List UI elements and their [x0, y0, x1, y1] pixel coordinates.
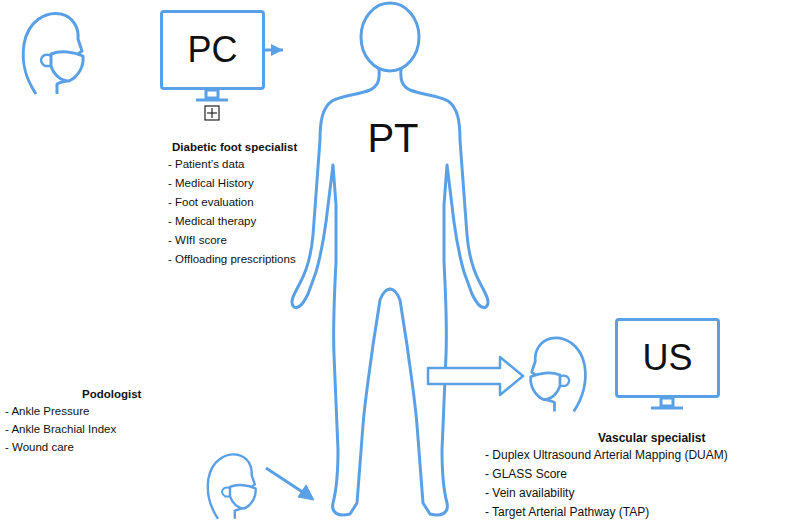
- list-item: - Ankle Pressure: [5, 405, 89, 419]
- heading: Diabetic foot specialist: [172, 141, 297, 155]
- list-item: - Foot evaluation: [168, 196, 254, 210]
- list-item: - Ankle Brachial Index: [5, 423, 116, 437]
- face-icon: [208, 454, 256, 518]
- monitor-stand: [196, 90, 683, 408]
- monitor-screen: US: [615, 318, 720, 398]
- list-item: - Duplex Ultrasound Arterial Mapping (DU…: [485, 448, 728, 462]
- monitor-screen: PC: [160, 10, 265, 90]
- list-item: - Medical therapy: [168, 215, 256, 229]
- node-label: US: [642, 338, 692, 378]
- body-outline: PT: [283, 0, 503, 522]
- hollow-arrow: [428, 357, 523, 395]
- plus-icon: [205, 106, 219, 120]
- body-silhouette: [283, 0, 503, 522]
- connector-arrow: [265, 49, 283, 52]
- pointer-arrow: [266, 468, 314, 500]
- list-item: - Target Arterial Pathway (TAP): [485, 505, 649, 519]
- list-item: - WIfI score: [168, 234, 227, 248]
- heading: Vascular specialist: [598, 431, 705, 445]
- head-outline: [361, 3, 419, 71]
- list-item: - Wound care: [5, 441, 74, 455]
- list-item: - Offloading prescriptions: [168, 253, 296, 267]
- node-label: PT: [283, 116, 503, 160]
- list-item: - Vein availability: [485, 486, 574, 500]
- node-label: PC: [187, 30, 237, 70]
- list-item: - GLASS Score: [485, 467, 567, 481]
- face-icon: [531, 338, 586, 412]
- list-item: - Patient’s data: [168, 158, 245, 172]
- heading: Podologist: [82, 388, 141, 402]
- list-item: - Medical History: [168, 177, 254, 191]
- face-icon: [23, 13, 83, 94]
